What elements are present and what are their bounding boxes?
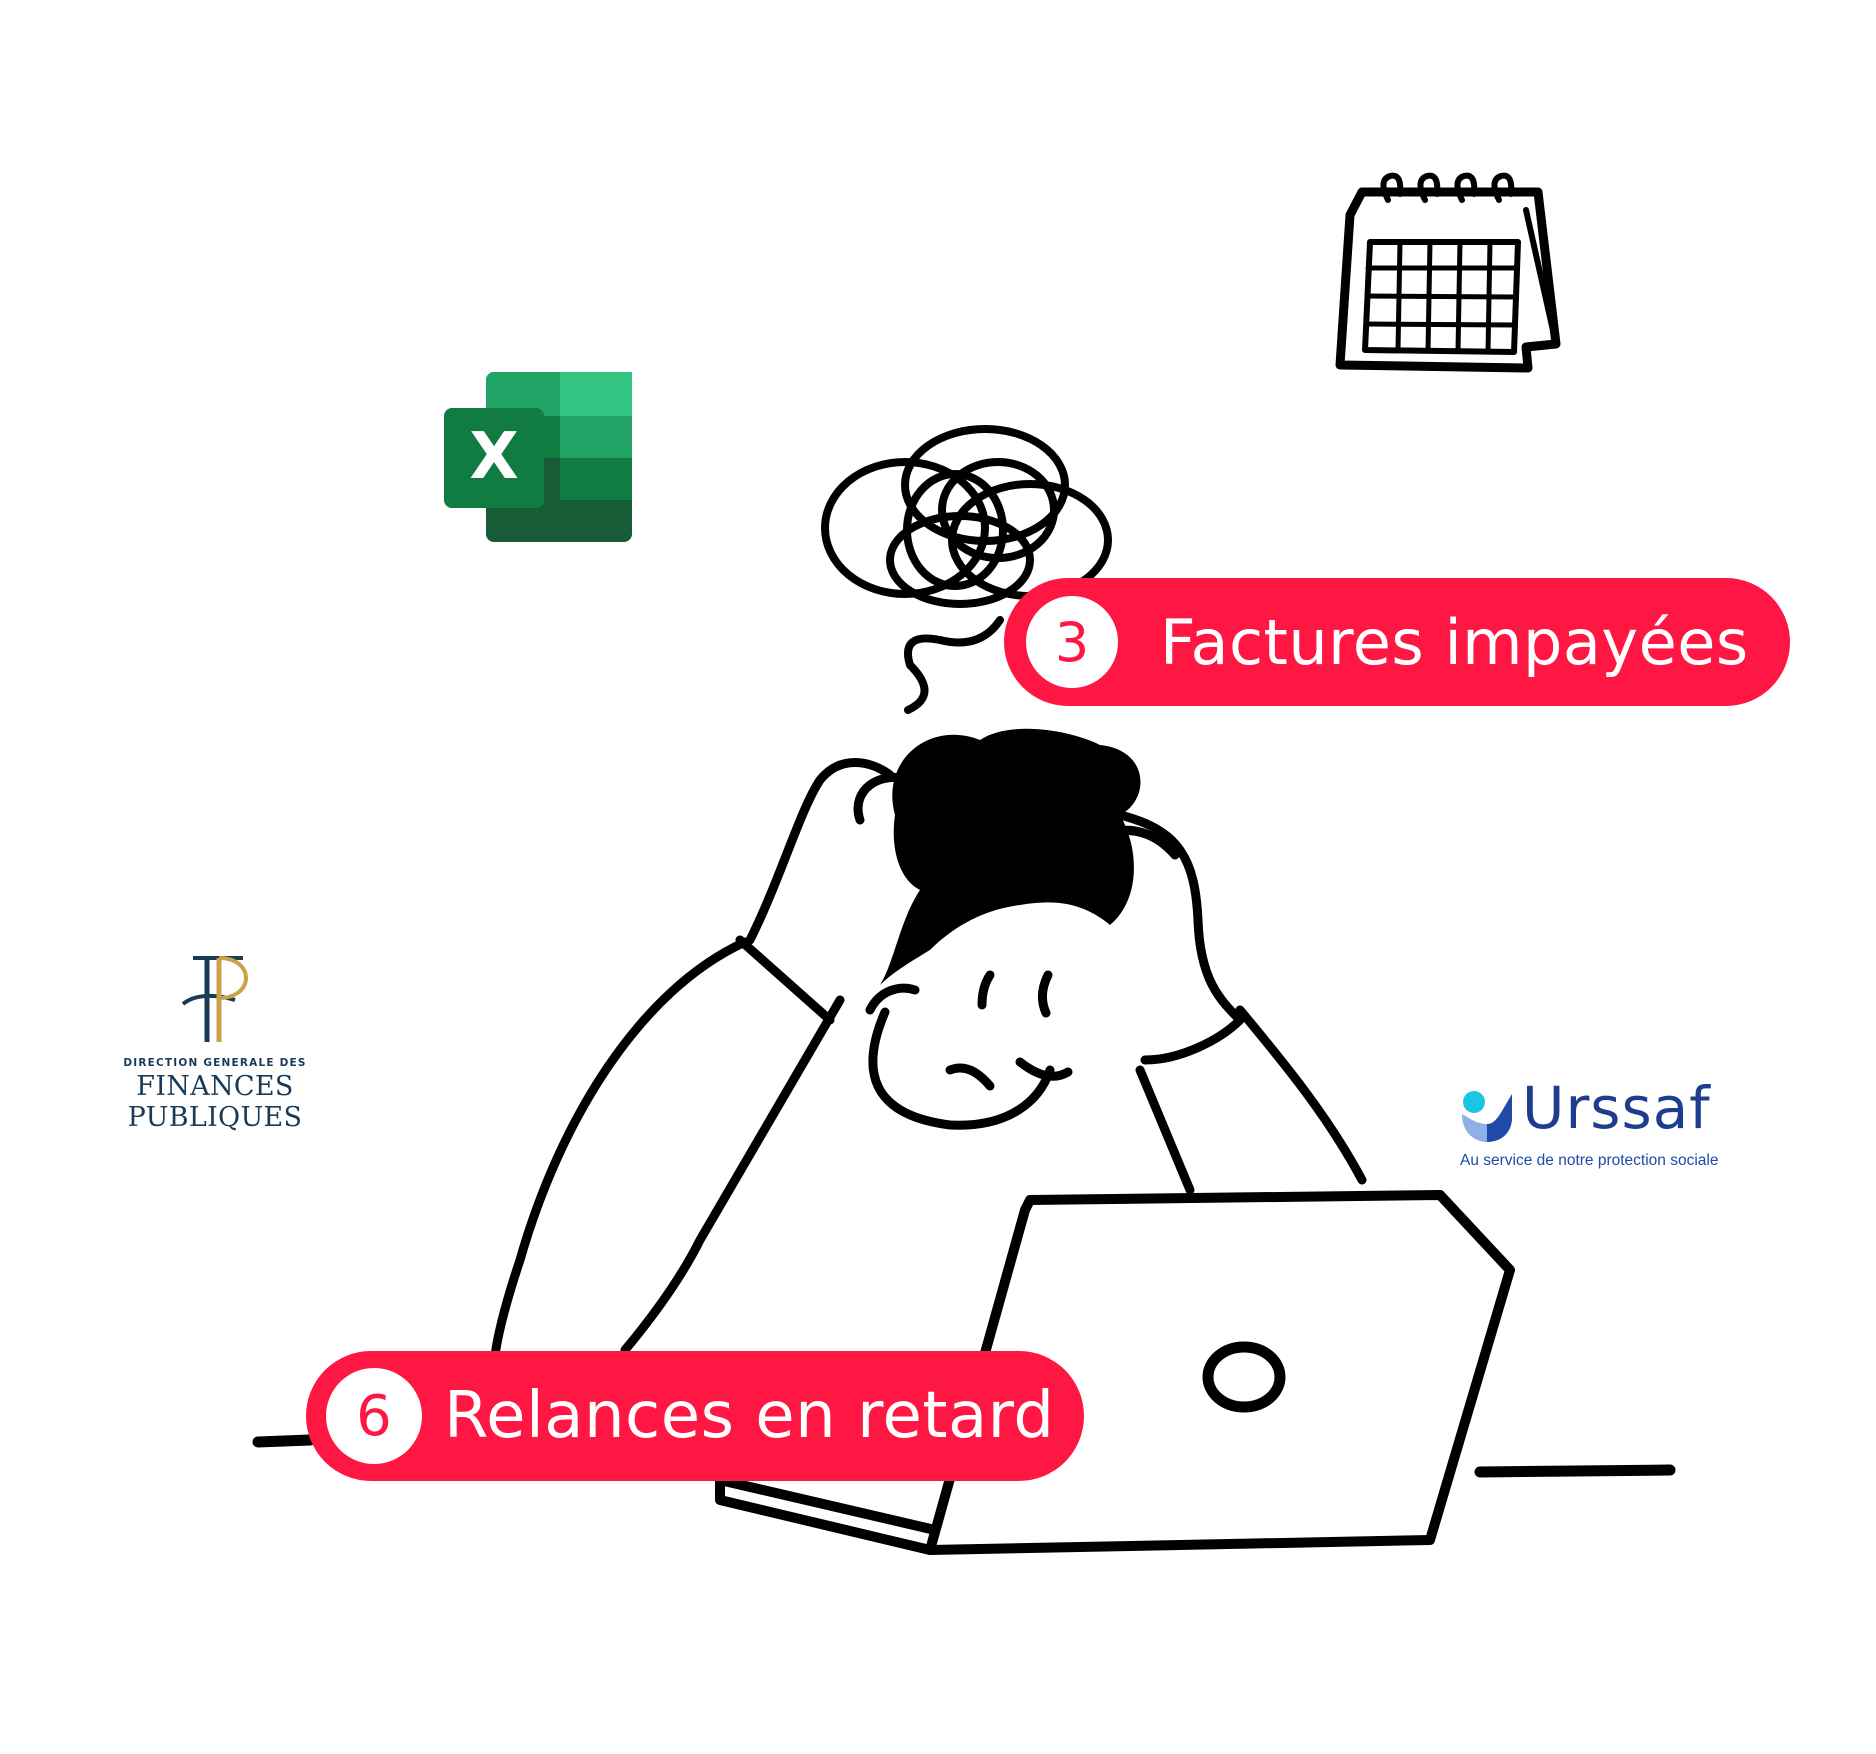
dgfip-subtitle: DIRECTION GENERALE DES — [123, 1057, 307, 1069]
badge-count: 3 — [1026, 596, 1118, 688]
dgfip-monogram-icon — [181, 956, 248, 1042]
urssaf-name: Urssaf — [1522, 1074, 1711, 1142]
calendar-icon — [1335, 172, 1561, 373]
desk-line — [252, 1434, 316, 1448]
badge-label: Relances en retard — [444, 1379, 1055, 1453]
dgfip-title: FINANCES PUBLIQUES — [127, 1071, 303, 1133]
svg-text:X: X — [469, 420, 518, 494]
badge-label: Factures impayées — [1160, 605, 1749, 679]
badge-relances-en-retard: 6 Relances en retard — [306, 1351, 1084, 1481]
urssaf-tagline: Au service de notre protection sociale — [1460, 1152, 1719, 1169]
urssaf-mark-icon — [1462, 1091, 1512, 1142]
badge-factures-impayees: 3 Factures impayées — [1004, 578, 1790, 706]
hair — [880, 728, 1141, 985]
desk-line-right — [1474, 1464, 1676, 1478]
excel-icon: X — [444, 372, 632, 542]
dgfip-logo: DIRECTION GENERALE DES FINANCES PUBLIQUE… — [70, 950, 360, 1133]
person-figure — [489, 758, 1367, 1377]
badge-count: 6 — [326, 1368, 422, 1464]
laptop-icon — [715, 1190, 1515, 1555]
